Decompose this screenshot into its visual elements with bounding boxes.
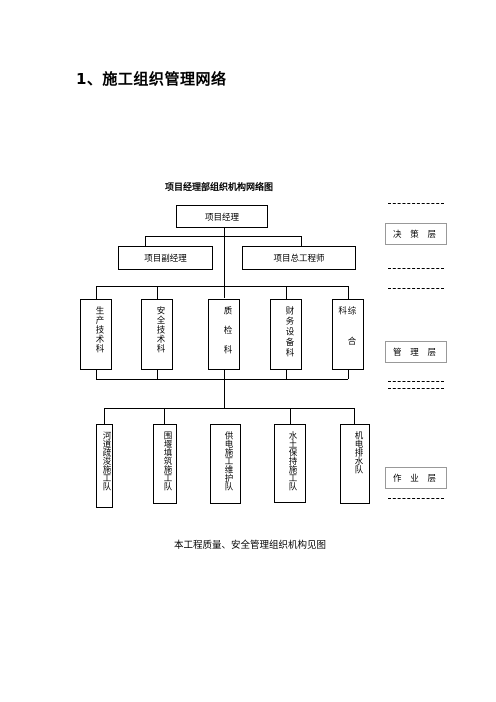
layer-separator [388, 498, 444, 499]
department-box: 综合科 [332, 299, 364, 370]
connector [348, 370, 349, 379]
team-box: 机电排水队 [340, 424, 370, 504]
department-label: 质检科 [222, 306, 232, 365]
connector [96, 286, 348, 287]
connector [224, 370, 225, 408]
layer-separator [388, 268, 444, 269]
team-label: 机电排水队 [353, 431, 363, 474]
team-label: 水土保持施工队 [287, 431, 297, 491]
connector [224, 236, 225, 298]
layer-separator [388, 388, 444, 389]
section-heading: 1、施工组织管理网络 [76, 70, 227, 88]
project-manager-label: 项目经理 [204, 212, 239, 223]
deputy-manager-box: 项目副经理 [118, 246, 213, 270]
department-box: 质检科 [208, 299, 240, 370]
team-box: 水土保持施工队 [274, 424, 306, 503]
connector [224, 228, 225, 236]
connector [104, 408, 355, 409]
decision-layer-label: 决 策 层 [385, 223, 447, 245]
connector [286, 370, 287, 379]
connector [348, 286, 349, 299]
chief-engineer-box: 项目总工程师 [242, 246, 356, 270]
connector [164, 408, 165, 424]
deputy-manager-label: 项目副经理 [144, 254, 187, 264]
chief-engineer-label: 项目总工程师 [273, 254, 325, 264]
connector [96, 379, 348, 380]
connector [145, 236, 302, 237]
diagram-title: 项目经理部组织机构网络图 [165, 183, 274, 193]
layer-separator [388, 203, 444, 204]
connector [157, 286, 158, 299]
department-box: 安全技术科 [141, 299, 173, 370]
department-label: 安全技术科 [155, 306, 165, 354]
connector [301, 236, 302, 246]
connector [96, 370, 97, 379]
connector [290, 408, 291, 424]
connector [157, 370, 158, 379]
team-box: 围堰填筑施工队 [153, 424, 177, 504]
team-label: 河道疏浚施工队 [101, 431, 111, 491]
department-box: 生产技术科 [80, 299, 112, 370]
team-label: 围堰填筑施工队 [162, 431, 172, 491]
team-box: 河道疏浚施工队 [96, 424, 113, 508]
figure-caption: 本工程质量、安全管理组织机构见图 [174, 540, 327, 551]
department-label: 综合科 [336, 306, 356, 367]
layer-separator [388, 288, 444, 289]
connector [286, 286, 287, 299]
connector [104, 408, 105, 424]
project-manager-box: 项目经理 [176, 205, 268, 228]
team-label: 供电施工维护队 [223, 431, 233, 491]
connector [96, 286, 97, 299]
department-label: 生产技术科 [94, 306, 104, 354]
connector [354, 408, 355, 424]
department-box: 财务设备科 [270, 299, 302, 370]
management-layer-label: 管 理 层 [385, 341, 447, 363]
connector [145, 236, 146, 246]
operation-layer-label: 作 业 层 [385, 467, 447, 489]
team-box: 供电施工维护队 [210, 424, 241, 504]
department-label: 财务设备科 [284, 306, 294, 359]
layer-separator [388, 381, 444, 382]
